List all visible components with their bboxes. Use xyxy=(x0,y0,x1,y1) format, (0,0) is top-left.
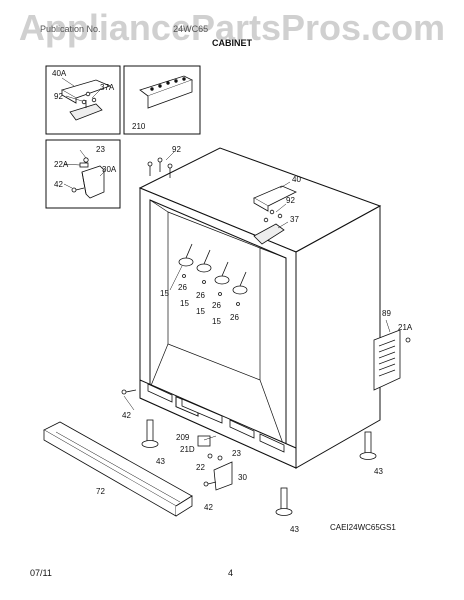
inset-box-shelf-rail xyxy=(123,65,201,135)
label-15-d: 15 xyxy=(212,317,221,326)
label-30a: 30A xyxy=(102,165,117,174)
bottom-hinge-parts xyxy=(121,389,233,491)
footer-page-number: 4 xyxy=(228,568,234,578)
base-vents xyxy=(147,383,285,453)
label-26-b: 26 xyxy=(196,291,205,300)
label-40a: 40A xyxy=(52,69,67,78)
inset-box-hinge xyxy=(45,139,121,209)
leveling-legs xyxy=(141,419,377,516)
rear-vent-89 xyxy=(373,329,411,391)
label-92-right: 92 xyxy=(286,196,295,205)
label-30: 30 xyxy=(238,473,247,482)
label-92-top: 92 xyxy=(172,145,181,154)
label-21a: 21A xyxy=(398,323,413,332)
handle-bracket-40 xyxy=(253,185,297,245)
leader-lines xyxy=(61,77,391,441)
header-strip: Publication No. 24WC65 xyxy=(40,24,420,34)
section-title: CABINET xyxy=(212,38,252,48)
label-37: 37 xyxy=(290,215,299,224)
header-left: Publication No. xyxy=(40,24,101,34)
label-210: 210 xyxy=(132,122,146,131)
header-right: 24WC65 xyxy=(173,24,209,34)
label-42-left: 42 xyxy=(122,411,131,420)
label-26-c: 26 xyxy=(212,301,221,310)
label-15-c: 15 xyxy=(196,307,205,316)
label-43-left: 43 xyxy=(156,457,165,466)
label-89: 89 xyxy=(382,309,391,318)
label-72: 72 xyxy=(96,487,105,496)
bracket-40a-drawing xyxy=(60,79,112,121)
label-26-d: 26 xyxy=(230,313,239,322)
footer-date: 07/11 xyxy=(30,568,52,578)
label-43-right: 43 xyxy=(374,467,383,476)
shelf-supports xyxy=(178,243,248,306)
inset-box-bracket xyxy=(45,65,121,135)
label-22a: 22A xyxy=(54,160,69,169)
label-40: 40 xyxy=(292,175,301,184)
watermark: AppliancePartsPros.com xyxy=(18,7,446,48)
diagram-code: CAEI24WC65GS1 xyxy=(330,523,396,532)
label-21d: 21D xyxy=(180,445,195,454)
kick-plate-72 xyxy=(43,421,193,517)
top-screws xyxy=(147,157,173,178)
label-23: 23 xyxy=(232,449,241,458)
label-42-inset: 42 xyxy=(54,180,63,189)
hinge-30a-drawing xyxy=(71,157,105,199)
shelf-rail-210-drawing xyxy=(139,75,194,109)
label-22: 22 xyxy=(196,463,205,472)
label-26-a: 26 xyxy=(178,283,187,292)
label-43-bottom: 43 xyxy=(290,525,299,534)
label-209: 209 xyxy=(176,433,190,442)
label-15-a: 15 xyxy=(160,289,169,298)
label-23-inset: 23 xyxy=(96,145,105,154)
label-37a: 37A xyxy=(100,83,115,92)
label-15-b: 15 xyxy=(180,299,189,308)
label-92-inset: 92 xyxy=(54,92,63,101)
label-42-bottom: 42 xyxy=(204,503,213,512)
